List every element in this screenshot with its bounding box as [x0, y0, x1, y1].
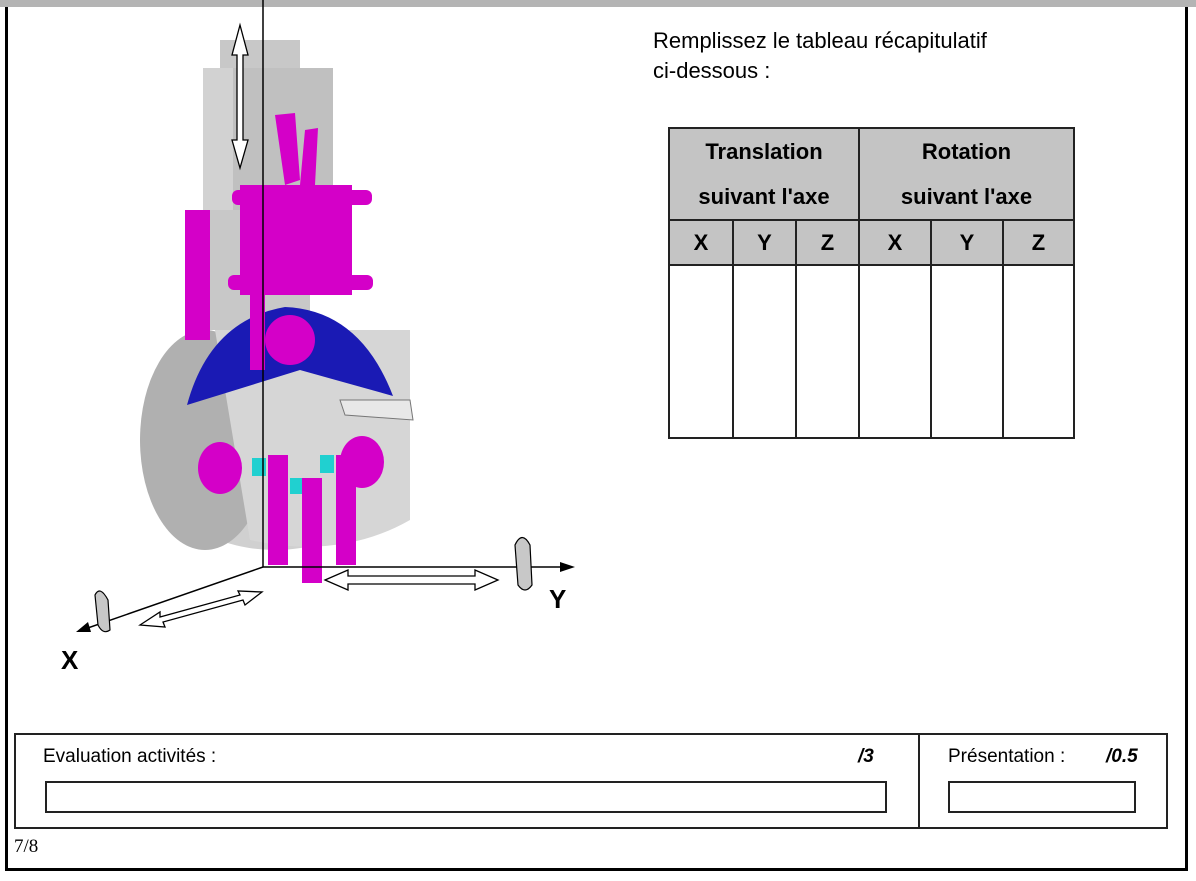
header-rz: Z	[1002, 219, 1075, 266]
header-tx: X	[668, 219, 734, 266]
cell-ry[interactable]	[930, 264, 1004, 439]
axis-x-label: X	[61, 645, 79, 675]
evaluation-max: /3	[858, 746, 874, 767]
instruction-text: Remplissez le tableau récapitulatif ci-d…	[653, 26, 987, 86]
presentation-label: Présentation :	[948, 746, 1066, 767]
evaluation-field[interactable]	[45, 781, 887, 813]
cell-rx[interactable]	[858, 264, 932, 439]
x-axis-arrowhead	[76, 622, 91, 632]
mechanism-figure: Y X	[61, 0, 575, 675]
axis-lines	[81, 0, 565, 631]
panel-divider	[918, 735, 920, 827]
header-rx: X	[858, 219, 932, 266]
magenta-parts	[185, 113, 384, 583]
instruction-line-2: ci-dessous :	[653, 58, 771, 83]
top-bar	[0, 0, 1196, 7]
cell-ty[interactable]	[732, 264, 797, 439]
header-ry: Y	[930, 219, 1004, 266]
cell-tx[interactable]	[668, 264, 734, 439]
page-border	[5, 7, 1188, 871]
y-axis-arrowhead	[560, 562, 575, 572]
presentation-field[interactable]	[948, 781, 1136, 813]
rotation-arrows	[94, 536, 533, 633]
header-tz: Z	[795, 219, 860, 266]
instruction-line-1: Remplissez le tableau récapitulatif	[653, 28, 987, 53]
header-ty: Y	[732, 219, 797, 266]
axis-y-label: Y	[549, 584, 566, 614]
presentation-max: /0.5	[1106, 746, 1138, 767]
translation-arrows	[138, 22, 500, 628]
page-number: 7/8	[14, 836, 39, 857]
cell-rz[interactable]	[1002, 264, 1075, 439]
evaluation-label: Evaluation activités :	[43, 746, 217, 767]
cell-tz[interactable]	[795, 264, 860, 439]
evaluation-panel: Evaluation activités : /3 Présentation :…	[14, 733, 1168, 829]
